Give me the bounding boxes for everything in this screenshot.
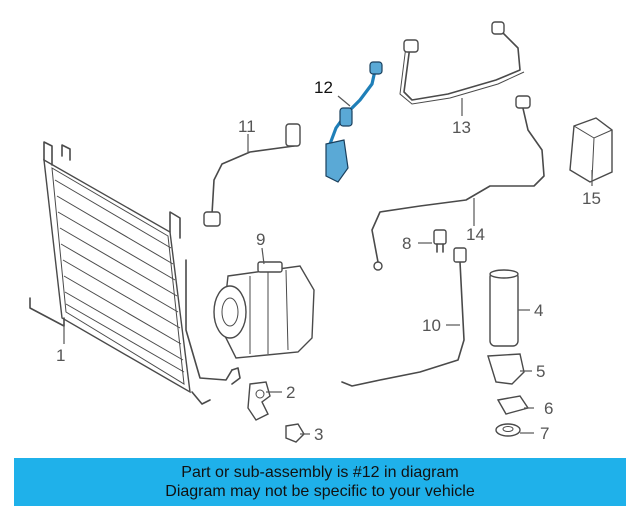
- part-cushion: [496, 395, 530, 415]
- callout-15: 15: [582, 189, 601, 208]
- part-hose-11: [203, 123, 301, 227]
- callout-14: 14: [466, 225, 485, 244]
- diagram-notice-banner: Part or sub-assembly is #12 in diagram D…: [14, 458, 626, 506]
- banner-line-disclaimer: Diagram may not be specific to your vehi…: [165, 483, 475, 500]
- callout-12: 12: [314, 78, 333, 97]
- callout-5: 5: [536, 362, 545, 381]
- callout-9: 9: [256, 230, 265, 249]
- leader-lines: [63, 95, 593, 435]
- callout-6: 6: [544, 399, 553, 418]
- callout-2: 2: [286, 383, 295, 402]
- callout-1: 1: [56, 346, 65, 365]
- callout-11: 11: [238, 117, 256, 136]
- part-receiver-drier: [489, 269, 519, 347]
- callout-8: 8: [402, 234, 411, 253]
- part-reservoir: [569, 117, 613, 183]
- part-condenser: [29, 141, 241, 405]
- part-compressor: [213, 261, 315, 359]
- part-hose-12-highlighted: [325, 61, 383, 183]
- callout-3: 3: [314, 425, 323, 444]
- callout-13: 13: [452, 118, 471, 137]
- parts-diagram: 1 2 3 4 5 6 7 8 9 10 11 12 13 14 15: [29, 21, 613, 444]
- banner-line-part: Part or sub-assembly is #12 in diagram: [181, 464, 459, 481]
- part-drier-bracket: [487, 353, 525, 385]
- part-line-13: [399, 21, 525, 105]
- callout-10: 10: [422, 316, 441, 335]
- part-bracket: [247, 381, 271, 421]
- callout-4: 4: [534, 301, 543, 320]
- callout-labels: 1 2 3 4 5 6 7 8 9 10 11 12 13 14 15: [56, 78, 601, 444]
- part-clip: [285, 423, 305, 443]
- part-line-10: [341, 247, 467, 387]
- part-ring: [495, 423, 521, 437]
- part-line-14: [371, 95, 545, 271]
- callout-7: 7: [540, 424, 549, 443]
- part-pressure-switch: [433, 229, 447, 253]
